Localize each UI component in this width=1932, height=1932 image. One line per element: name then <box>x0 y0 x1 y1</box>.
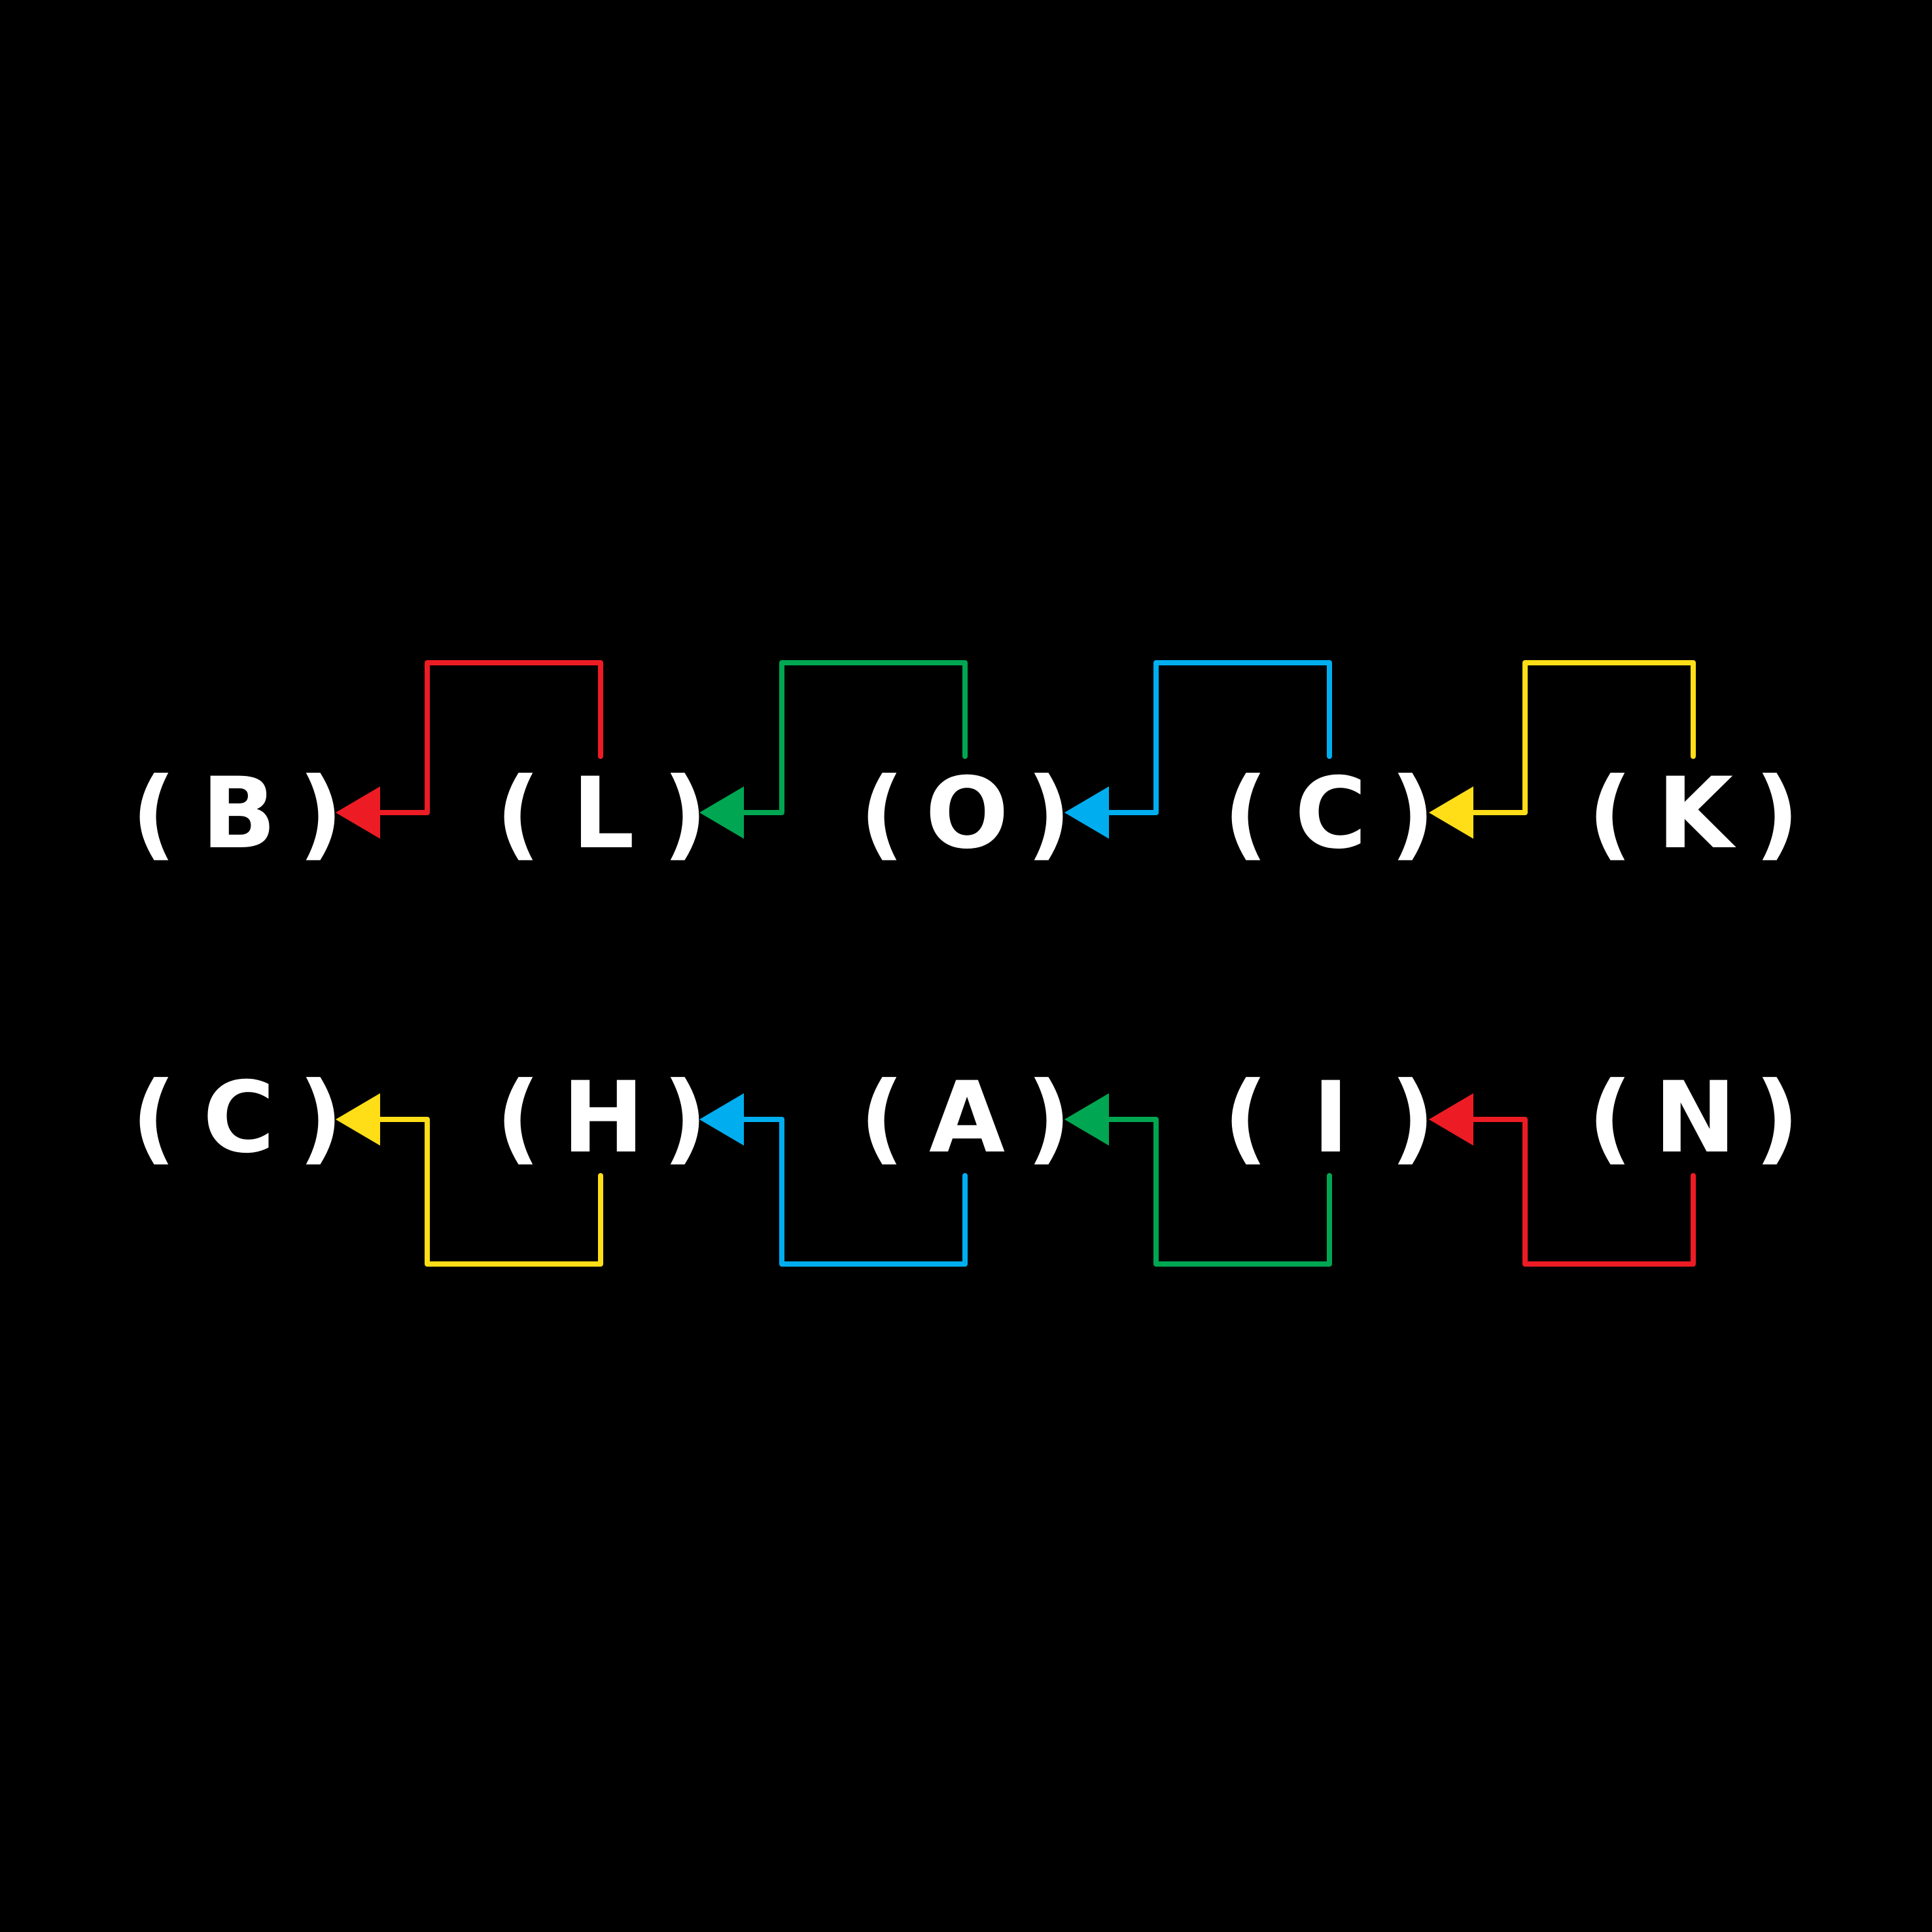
close-paren: ) <box>1390 757 1435 871</box>
close-paren: ) <box>1027 757 1072 871</box>
node-l-row1: ( L) <box>496 757 708 871</box>
node-h-row2: (H) <box>496 1061 708 1175</box>
close-paren: ) <box>298 757 343 871</box>
close-paren: ) <box>663 1061 708 1175</box>
node-c-row2: (C) <box>132 1061 343 1175</box>
arrowhead <box>1064 1093 1109 1146</box>
connector-line <box>741 660 968 815</box>
arrowhead <box>1429 1093 1473 1146</box>
letter-layer: (B)(L)(O)(C)(K)(C)(H)(A)(I)(N) <box>132 757 1800 1175</box>
open-paren: ( <box>860 1061 905 1175</box>
connector-line <box>741 1117 968 1267</box>
node-n-row2: (N) <box>1588 1061 1800 1175</box>
connector-line <box>378 1117 603 1267</box>
connector-line <box>1471 1117 1696 1267</box>
open-paren: ( <box>860 757 905 871</box>
open-paren: ( <box>132 1061 177 1175</box>
node-i-row2: ( I) <box>1223 1061 1435 1175</box>
node-b-row1: (B) <box>132 757 343 871</box>
arrowhead <box>699 786 744 839</box>
node-c-row1: (C) <box>1223 757 1435 871</box>
arrowhead <box>699 1093 744 1146</box>
open-paren: ( <box>132 757 177 871</box>
open-paren: ( <box>1588 757 1633 871</box>
arrowhead <box>336 1093 380 1146</box>
node-letter: L <box>572 757 635 871</box>
arrowhead <box>336 786 380 839</box>
node-letter: O <box>925 757 1009 871</box>
open-paren: ( <box>1223 757 1269 871</box>
node-letter: C <box>1295 757 1367 871</box>
arrowhead <box>1064 786 1109 839</box>
open-paren: ( <box>496 1061 541 1175</box>
node-letter: A <box>929 1061 1005 1175</box>
close-paren: ) <box>298 1061 343 1175</box>
open-paren: ( <box>496 757 541 871</box>
node-letter: B <box>202 757 276 871</box>
node-letter: K <box>1657 757 1736 871</box>
connector-line <box>378 660 603 815</box>
connector-line <box>1471 660 1696 815</box>
connector-layer <box>336 660 1696 1267</box>
close-paren: ) <box>663 757 708 871</box>
node-k-row1: (K) <box>1588 757 1800 871</box>
close-paren: ) <box>1027 1061 1072 1175</box>
close-paren: ) <box>1755 1061 1800 1175</box>
open-paren: ( <box>1223 1061 1269 1175</box>
node-letter: N <box>1654 1061 1736 1175</box>
node-letter: H <box>562 1061 644 1175</box>
node-letter: I <box>1312 1061 1349 1175</box>
close-paren: ) <box>1390 1061 1435 1175</box>
close-paren: ) <box>1755 757 1800 871</box>
connector-line <box>1106 660 1332 815</box>
connector-line <box>1106 1117 1332 1267</box>
arrowhead <box>1429 786 1473 839</box>
open-paren: ( <box>1588 1061 1633 1175</box>
node-letter: C <box>203 1061 275 1175</box>
node-o-row1: (O) <box>860 757 1072 871</box>
node-a-row2: (A) <box>860 1061 1072 1175</box>
